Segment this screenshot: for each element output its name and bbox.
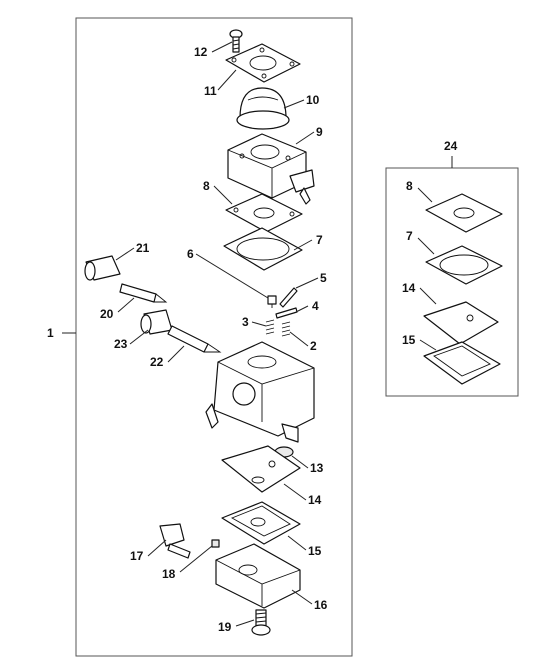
callout-7: 7 <box>316 233 323 247</box>
callout-13: 13 <box>310 461 324 475</box>
callout-5: 5 <box>320 271 327 285</box>
callout-9: 9 <box>316 125 323 139</box>
kit-gasket-8 <box>425 193 503 233</box>
callout-11: 11 <box>204 84 217 98</box>
kit-callout-15: 15 <box>402 333 416 347</box>
control-lever-part-5 <box>279 287 298 308</box>
kit-callout-8: 8 <box>406 179 413 193</box>
metering-diaphragm-part-14 <box>221 445 301 493</box>
kit-diaphragm-7 <box>425 245 503 285</box>
callout-6: 6 <box>187 247 194 261</box>
end-cover-part-16 <box>215 543 301 609</box>
spring-part-2 <box>281 321 291 337</box>
callout-20: 20 <box>100 307 114 321</box>
primer-bulb-part-10 <box>236 87 290 130</box>
callout-3: 3 <box>242 315 249 329</box>
kit-callout-14: 14 <box>402 281 416 295</box>
callout-16: 16 <box>314 598 328 612</box>
callout-18: 18 <box>162 567 176 581</box>
kit-callout-7: 7 <box>406 229 413 243</box>
leader-lines <box>115 41 437 627</box>
callout-2: 2 <box>310 339 317 353</box>
adjusting-screw-part-22 <box>167 325 222 353</box>
limiter-cap-part-21 <box>84 255 121 281</box>
pump-cover-part-9 <box>227 133 315 205</box>
gasket-part-11 <box>225 43 301 83</box>
callout-15: 15 <box>308 544 322 558</box>
callout-8: 8 <box>203 179 210 193</box>
pivot-pin-part-4 <box>275 307 298 319</box>
kit-metering-diaphragm-14 <box>423 301 499 345</box>
spring-part-3 <box>265 319 275 335</box>
callout-19: 19 <box>218 620 232 634</box>
limiter-cap-part-23 <box>140 309 173 335</box>
gasket-part-15 <box>221 501 301 545</box>
inlet-needle-part-6 <box>267 295 277 308</box>
diaphragm-part-7 <box>223 227 303 271</box>
callout-10: 10 <box>306 93 320 107</box>
assembly-frame <box>75 17 353 657</box>
screw-part-12 <box>229 29 243 53</box>
callout-24: 24 <box>444 139 458 153</box>
kit-gasket-15 <box>423 341 501 385</box>
callout-22: 22 <box>150 355 164 369</box>
callout-4: 4 <box>312 299 319 313</box>
screw-part-19 <box>251 609 271 636</box>
carburetor-body <box>205 341 315 443</box>
gasket-part-8 <box>225 193 303 233</box>
callout-17: 17 <box>130 549 144 563</box>
callout-14: 14 <box>308 493 322 507</box>
callout-1: 1 <box>47 326 54 340</box>
callout-23: 23 <box>114 337 128 351</box>
callout-12: 12 <box>194 45 208 59</box>
pin-part-18 <box>211 539 220 548</box>
adjusting-screw-part-20 <box>119 283 168 303</box>
callout-21: 21 <box>136 241 150 255</box>
